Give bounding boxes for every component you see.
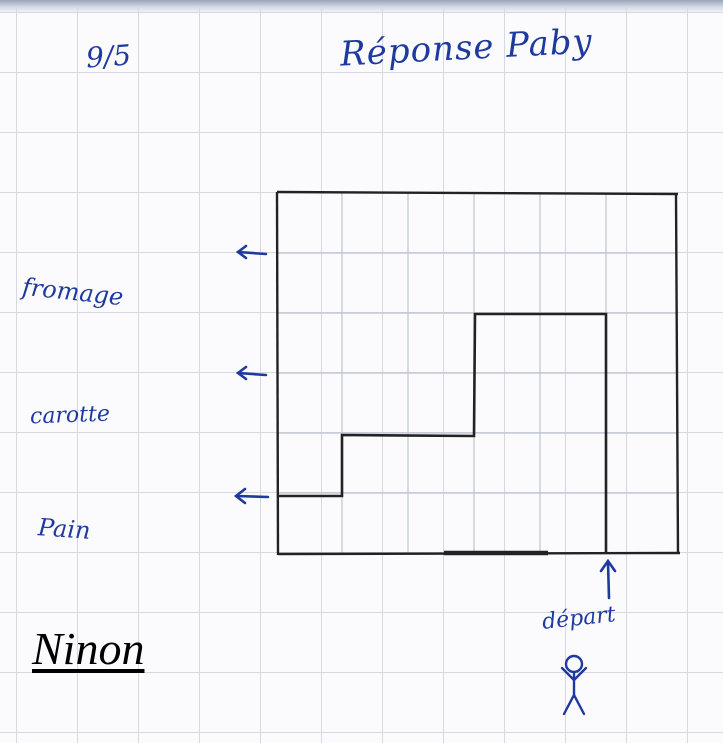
maze-grid <box>277 193 676 553</box>
label-pain: Pain <box>37 513 91 545</box>
arrow-up-icon <box>601 561 615 598</box>
stick-figure-icon <box>562 656 586 714</box>
arrow-left-icon <box>238 367 266 379</box>
arrow-left-icon <box>236 489 268 503</box>
author-name: Ninon <box>32 622 144 675</box>
label-carotte: carotte <box>30 402 111 430</box>
arrow-left-icon <box>238 246 266 258</box>
